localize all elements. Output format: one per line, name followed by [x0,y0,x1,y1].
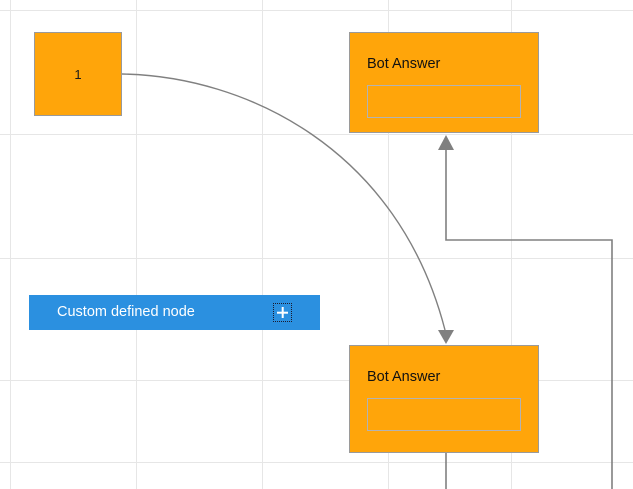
node-bot-answer-1[interactable]: Bot Answer [349,32,539,133]
node-bot-answer-2[interactable]: Bot Answer [349,345,539,453]
connector-elbow-bot2-to-bot1[interactable] [438,135,613,489]
arrowhead-up [438,135,454,150]
node-start[interactable]: 1 [34,32,122,116]
custom-defined-node-bar[interactable]: Custom defined node [29,295,320,330]
node-bot-answer-2-slot[interactable] [367,398,521,431]
node-bot-answer-2-title: Bot Answer [367,369,441,385]
connector-curve-start-to-bot2[interactable] [121,73,454,344]
custom-defined-node-label: Custom defined node [57,304,195,321]
node-bot-answer-1-slot[interactable] [367,85,521,118]
node-bot-answer-1-title: Bot Answer [367,56,441,72]
arrowhead-down [438,330,454,344]
plus-icon[interactable] [273,303,292,322]
node-start-label: 1 [74,66,82,82]
